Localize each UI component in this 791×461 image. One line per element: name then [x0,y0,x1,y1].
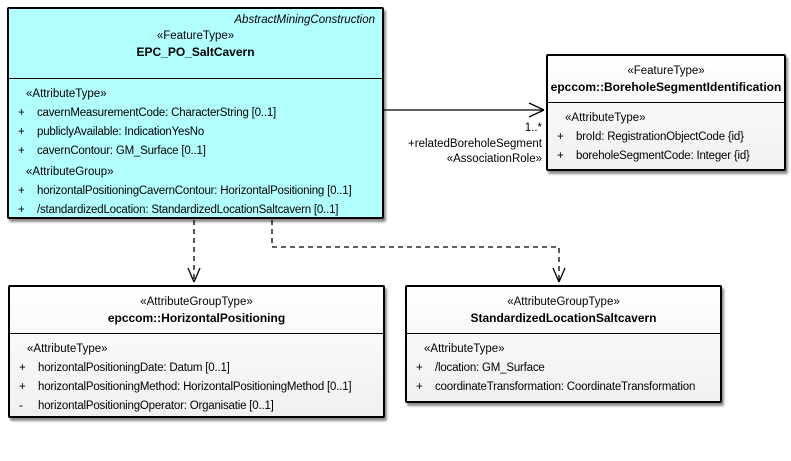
stereotype-label: «FeatureType» [156,30,235,42]
attribute-text: cavernContour: GM_Surface [0..1] [37,145,206,157]
attribute-row: + cavernMeasurementCode: CharacterString… [9,104,382,123]
section-header: «AttributeType» [424,343,505,355]
attribute-row: + horizontalPositioningDate: Datum [0..1… [10,359,383,378]
class-name: epccom::BoreholeSegmentIdentification [550,80,782,94]
class-borehole-segment-identification[interactable]: «FeatureType» epccom::BoreholeSegmentIde… [546,54,786,171]
visibility: + [18,185,25,197]
visibility: + [18,145,25,157]
class-name: EPC_PO_SaltCavern [136,45,255,59]
attribute-compartment: «AttributeType» + horizontalPositioningD… [10,334,383,416]
attribute-compartment: «AttributeType» + cavernMeasurementCode:… [9,79,382,220]
attribute-text: coordinateTransformation: CoordinateTran… [435,381,696,393]
parent-class-label: AbstractMiningConstruction [234,14,375,26]
section-header: «AttributeType» [26,88,107,100]
class-name-compartment: «AttributeGroupType» StandardizedLocatio… [407,287,720,334]
attribute-row: + coordinateTransformation: CoordinateTr… [407,378,720,397]
association-stereotype: «AssociationRole» [446,153,542,165]
stereotype-label: «AttributeGroupType» [507,296,620,308]
attribute-row: + horizontalPositioningMethod: Horizonta… [10,378,383,397]
visibility: + [18,204,25,216]
attribute-row: + horizontalPositioningCavernContour: Ho… [9,182,382,201]
class-name-compartment: «AttributeGroupType» epccom::HorizontalP… [10,287,383,334]
visibility: + [416,362,423,374]
attribute-text: boreholeSegmentCode: Integer {id} [576,150,750,162]
attribute-row: + publiclyAvailable: IndicationYesNo [9,123,382,142]
attribute-text: horizontalPositioningCavernContour: Hori… [37,185,352,197]
attribute-text: horizontalPositioningOperator: Organisat… [38,400,274,412]
section-header: «AttributeGroup» [26,166,114,178]
visibility: + [416,381,423,393]
association-multiplicity: 1..* [524,122,542,134]
visibility: + [557,131,564,143]
attribute-text: horizontalPositioningDate: Datum [0..1] [38,362,230,374]
attribute-row: + /standardizedLocation: StandardizedLoc… [9,201,382,220]
visibility: + [19,362,26,374]
visibility: + [557,150,564,162]
stereotype-label: «AttributeGroupType» [140,296,253,308]
attribute-compartment: «AttributeType» + /location: GM_Surface … [407,334,720,397]
class-name-compartment: «FeatureType» epccom::BoreholeSegmentIde… [548,56,784,103]
stereotype-label: «FeatureType» [627,65,705,77]
attribute-row: + cavernContour: GM_Surface [0..1] [9,142,382,161]
attribute-row: + broId: RegistrationObjectCode {id} [548,128,784,147]
class-name: epccom::HorizontalPositioning [107,311,286,325]
visibility: + [18,107,25,119]
attribute-text: /location: GM_Surface [435,362,545,374]
association-role-name: +relatedBoreholeSegment [408,137,542,150]
dependency-standardized-location[interactable] [271,220,566,283]
attribute-text: horizontalPositioningMethod: HorizontalP… [38,381,352,393]
section-header: «AttributeType» [565,112,646,124]
class-name: StandardizedLocationSaltcavern [470,311,657,325]
attribute-text: publiclyAvailable: IndicationYesNo [37,126,205,138]
attribute-row: + /location: GM_Surface [407,359,720,378]
class-horizontal-positioning[interactable]: «AttributeGroupType» epccom::HorizontalP… [8,285,385,418]
association-labels: 1..* +relatedBoreholeSegment «Associatio… [360,121,542,168]
visibility: + [18,126,25,138]
section-header: «AttributeType» [27,343,108,355]
class-epc-po-saltcavern[interactable]: AbstractMiningConstruction «FeatureType»… [7,7,384,219]
class-name-compartment: AbstractMiningConstruction «FeatureType»… [9,9,382,79]
attribute-row: - horizontalPositioningOperator: Organis… [10,397,383,416]
visibility: + [19,381,26,393]
attribute-text: broId: RegistrationObjectCode {id} [576,131,744,143]
visibility: - [19,400,23,412]
attribute-row: + boreholeSegmentCode: Integer {id} [548,147,784,166]
dependency-horizontal-positioning[interactable] [187,220,201,283]
association-relatedBoreholeSegment[interactable] [384,102,545,118]
class-standardized-location-saltcavern[interactable]: «AttributeGroupType» StandardizedLocatio… [405,285,722,403]
attribute-compartment: «AttributeType» + broId: RegistrationObj… [548,103,784,166]
attribute-text: /standardizedLocation: StandardizedLocat… [37,204,339,216]
attribute-text: cavernMeasurementCode: CharacterString [… [37,107,277,119]
